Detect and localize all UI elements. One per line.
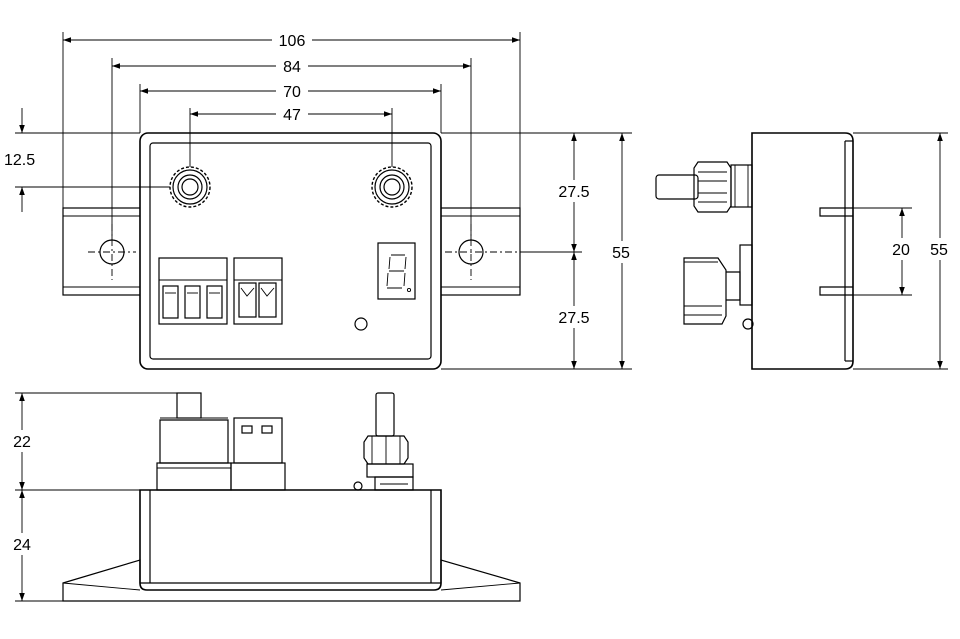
dim-70: 70 <box>139 81 442 133</box>
svg-text:84: 84 <box>283 59 301 76</box>
dim-84: 84 <box>111 56 472 240</box>
front-view: 106 84 70 47 12.5 <box>4 30 636 370</box>
side-connector <box>683 244 754 330</box>
dim-20: 20 <box>853 207 916 296</box>
side-slot <box>819 207 854 296</box>
svg-text:55: 55 <box>612 245 630 262</box>
bottom-terminal-block <box>156 392 232 491</box>
status-led <box>354 317 368 331</box>
dim-47: 47 <box>189 104 393 167</box>
svg-text:27.5: 27.5 <box>558 310 589 327</box>
dim-27-5-upper: 27.5 <box>441 132 632 370</box>
svg-text:12.5: 12.5 <box>4 152 35 169</box>
dim-55-front: 55 <box>608 133 636 369</box>
bottom-body <box>139 489 442 591</box>
seven-segment-display <box>377 242 416 300</box>
dim-22: 22 <box>8 392 177 491</box>
terminal-stud-right <box>371 166 413 208</box>
svg-text:47: 47 <box>283 107 301 124</box>
side-terminal-stud <box>655 161 753 213</box>
bottom-view: 22 24 <box>8 392 521 602</box>
svg-text:27.5: 27.5 <box>558 184 589 201</box>
connector-3pin <box>158 257 228 325</box>
bottom-connector <box>230 417 286 491</box>
bottom-flange <box>62 559 521 602</box>
dim-12-5: 12.5 <box>4 108 170 212</box>
svg-text:22: 22 <box>13 434 31 451</box>
dim-106: 106 <box>62 30 521 208</box>
svg-text:20: 20 <box>892 242 910 259</box>
side-body <box>751 132 854 370</box>
side-view: 20 55 <box>655 132 954 370</box>
enclosure-body <box>139 132 442 370</box>
svg-text:24: 24 <box>13 537 31 554</box>
svg-text:106: 106 <box>279 33 306 50</box>
svg-text:70: 70 <box>283 84 301 101</box>
dim-27-5-lower: 27.5 <box>556 252 594 369</box>
dim-24: 24 <box>8 490 63 602</box>
connector-2pin <box>233 257 283 325</box>
svg-text:55: 55 <box>930 242 948 259</box>
dim-55-side: 55 <box>853 132 954 370</box>
bottom-stud <box>353 392 414 491</box>
